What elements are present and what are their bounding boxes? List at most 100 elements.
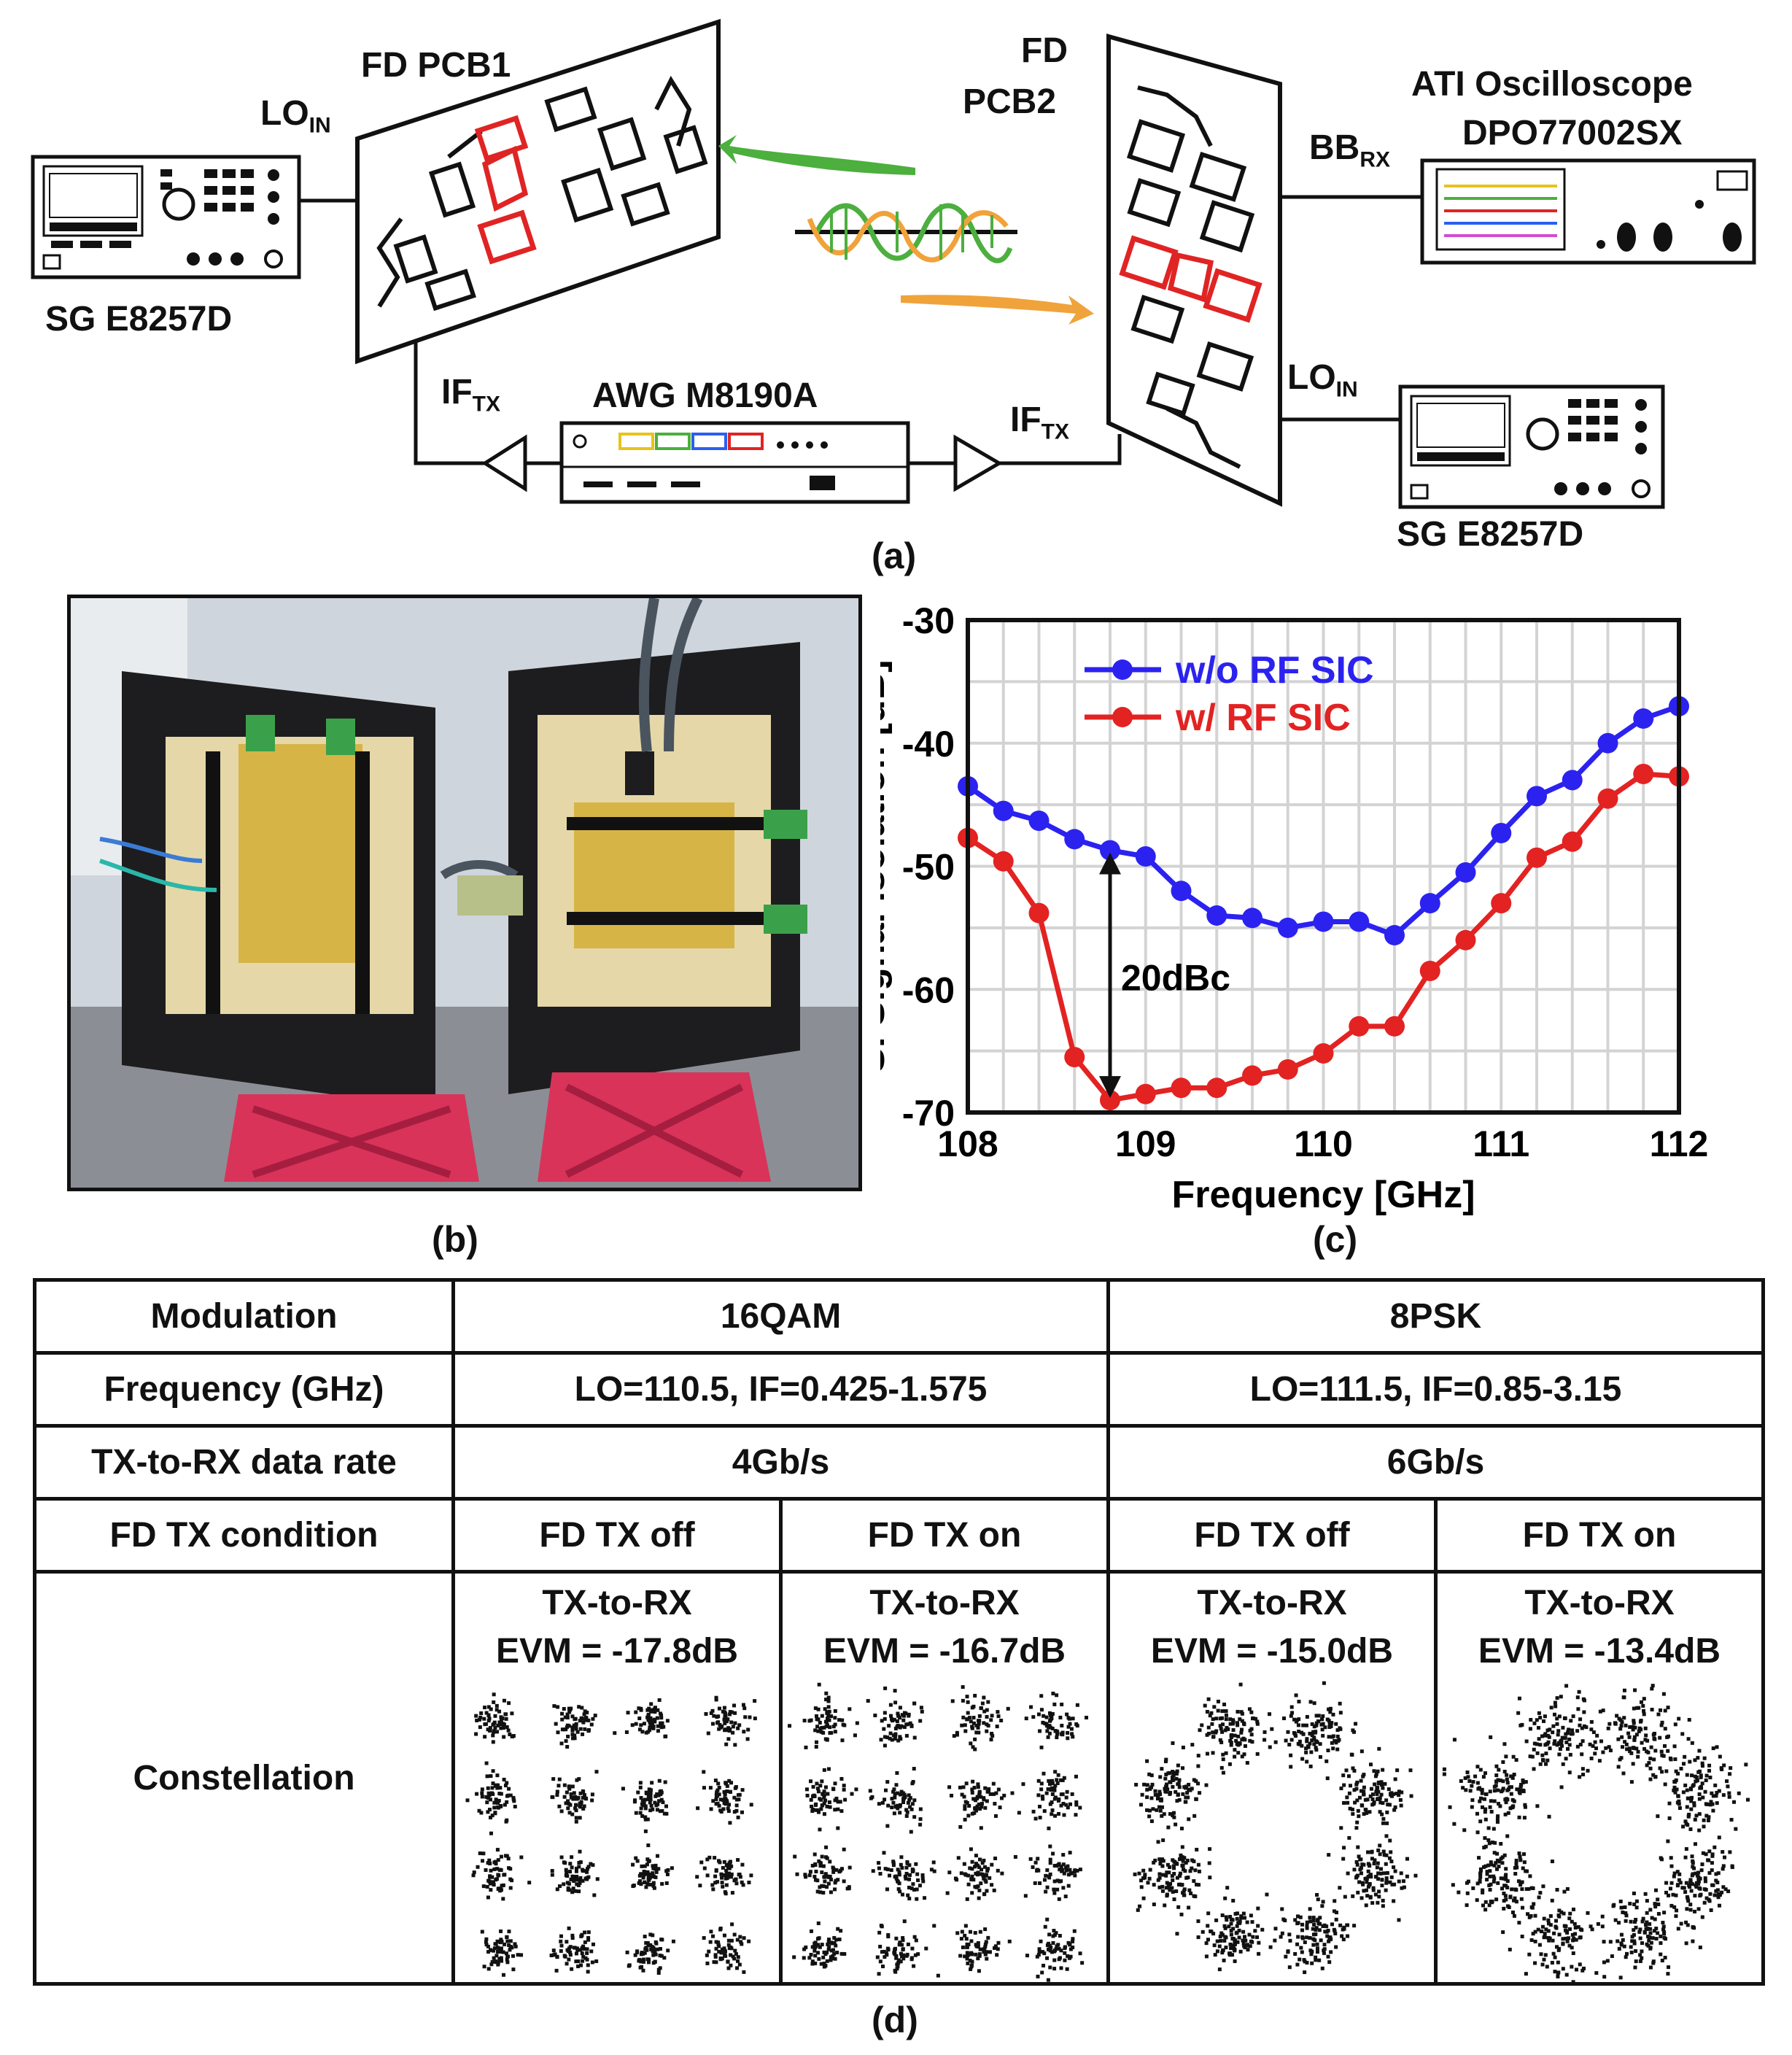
constellation-point <box>1589 1727 1594 1732</box>
constellation-point <box>738 1935 742 1939</box>
constellation-point <box>574 1803 578 1807</box>
constellation-point <box>486 1705 491 1709</box>
constellation-point <box>1543 1714 1547 1719</box>
constellation-point <box>1618 1727 1623 1731</box>
constellation-point <box>1284 1954 1288 1959</box>
constellation-point <box>839 1929 843 1933</box>
constellation-point <box>1057 1946 1061 1951</box>
constellation-point <box>1065 1712 1069 1717</box>
constellation-point <box>716 1940 721 1945</box>
constellation-point <box>559 1809 564 1814</box>
constellation-point <box>1327 1725 1332 1729</box>
constellation-point <box>1066 1725 1071 1729</box>
constellation-point <box>502 1735 506 1739</box>
constellation-point <box>486 1950 491 1954</box>
constellation-point <box>1494 1773 1499 1778</box>
constellation-point <box>729 1946 734 1951</box>
constellation-point <box>1281 1917 1286 1922</box>
constellation-point <box>1321 1900 1325 1904</box>
constellation-point <box>919 1706 923 1710</box>
constellation-point <box>832 1941 837 1946</box>
constellation-point <box>1174 1776 1179 1781</box>
constellation-point <box>1700 1781 1704 1786</box>
constellation-point <box>1055 1732 1059 1736</box>
constellation-point <box>1572 1936 1576 1940</box>
constellation-point <box>1305 1924 1309 1928</box>
constellation-point <box>1339 1787 1343 1791</box>
constellation-point <box>1649 1745 1653 1749</box>
constellation-point <box>1624 1919 1628 1923</box>
constellation-point <box>580 1932 584 1937</box>
constellation-point <box>1184 1784 1189 1789</box>
constellation-point <box>1235 1916 1239 1921</box>
constellation-point <box>1331 1712 1335 1717</box>
constellation-point <box>1308 1731 1312 1735</box>
constellation-point <box>1145 1795 1149 1800</box>
constellation-point <box>713 1856 717 1860</box>
constellation-point <box>976 1782 980 1787</box>
constellation-point <box>821 1792 825 1796</box>
constellation-point <box>1477 1856 1481 1860</box>
constellation-point <box>1168 1812 1172 1816</box>
constellation-point <box>819 1730 823 1734</box>
constellation-point <box>1573 1925 1578 1930</box>
constellation-point <box>891 1719 895 1723</box>
constellation-point <box>705 1873 710 1878</box>
constellation-point <box>1638 1927 1642 1932</box>
constellation-point <box>966 1700 970 1704</box>
constellation-point <box>505 1939 510 1943</box>
constellation-point <box>1689 1787 1694 1792</box>
constellation-point <box>1669 1864 1674 1868</box>
constellation-point <box>1357 1795 1362 1800</box>
constellation-point <box>1300 1757 1305 1761</box>
constellation-point <box>1695 1779 1699 1783</box>
constellation-point <box>1176 1905 1181 1909</box>
constellation-point <box>562 1707 566 1711</box>
constellation-point <box>1562 1911 1566 1916</box>
data-point <box>1491 822 1512 843</box>
constellation-point <box>1314 1721 1319 1725</box>
constellation-point <box>897 1870 901 1874</box>
constellation-point <box>717 1949 721 1954</box>
constellation-point <box>478 1725 482 1730</box>
constellation-point <box>715 1788 720 1792</box>
constellation-point <box>1160 1857 1164 1862</box>
constellation-point <box>1239 1730 1244 1735</box>
constellation-point <box>1516 1711 1521 1715</box>
constellation-point <box>1379 1792 1384 1797</box>
legend-marker <box>1112 707 1133 727</box>
constellation-point <box>487 1717 492 1721</box>
constellation-point <box>1219 1765 1224 1770</box>
constellation-point <box>1066 1716 1071 1720</box>
constellation-point <box>1646 1943 1651 1948</box>
constellation-point <box>1634 1918 1638 1922</box>
constellation-point <box>1554 1919 1558 1923</box>
constellation-point <box>958 1785 962 1789</box>
constellation-point <box>899 1789 904 1794</box>
constellation-point <box>1165 1862 1170 1867</box>
constellation-point <box>718 1725 723 1730</box>
constellation-point <box>1208 1847 1212 1851</box>
constellation-point <box>491 1740 495 1744</box>
constellation-point <box>652 1886 656 1890</box>
constellation-point <box>818 1720 822 1725</box>
row-label-data-rate: TX-to-RX data rate <box>32 1424 456 1501</box>
constellation-point <box>1050 1786 1054 1790</box>
constellation-point <box>724 1781 728 1785</box>
constellation-point <box>1384 1879 1389 1884</box>
constellation-point <box>642 1870 646 1875</box>
constellation-point <box>580 1706 584 1710</box>
constellation-point <box>818 1827 822 1832</box>
constellation-point <box>820 1943 824 1947</box>
constellation-point <box>1632 1746 1636 1750</box>
c1-title: TX-to-RX <box>542 1584 692 1622</box>
constellation-point <box>1505 1904 1510 1908</box>
constellation-point <box>485 1774 489 1779</box>
constellation-point <box>573 1889 578 1893</box>
constellation-point <box>1211 1932 1216 1936</box>
constellation-point <box>978 1947 982 1951</box>
constellation-point <box>983 1806 988 1810</box>
constellation-point <box>892 1717 896 1722</box>
constellation-point <box>888 1736 892 1741</box>
constellation-point <box>821 1884 826 1889</box>
